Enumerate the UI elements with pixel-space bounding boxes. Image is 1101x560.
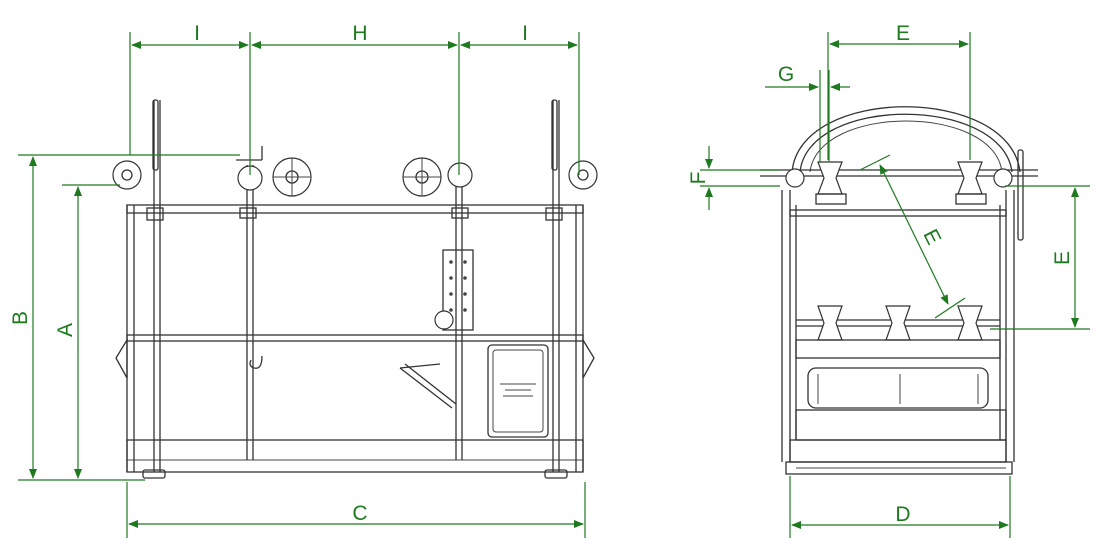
front-dimensions: I H I B A C bbox=[9, 22, 586, 538]
side-lower-roller-right bbox=[957, 305, 983, 341]
front-foot-right bbox=[544, 469, 568, 479]
front-base-frame bbox=[126, 439, 584, 473]
front-view bbox=[112, 99, 598, 479]
front-perforated-plate bbox=[442, 249, 474, 331]
front-control-panel bbox=[487, 344, 549, 438]
dim-label-e-right: E bbox=[1051, 251, 1074, 265]
side-basket bbox=[807, 367, 989, 409]
front-sheave-right bbox=[568, 160, 598, 190]
dim-label-h: H bbox=[352, 22, 367, 45]
side-view bbox=[760, 106, 1038, 475]
dim-label-f: F bbox=[687, 172, 710, 185]
dim-label-e-diag: E bbox=[918, 226, 945, 249]
front-mid-rail bbox=[126, 334, 584, 342]
dim-label-i-right: I bbox=[522, 22, 528, 45]
dim-label-i-left: I bbox=[194, 22, 200, 45]
dim-label-c: C bbox=[352, 502, 367, 525]
dim-label-a: A bbox=[54, 323, 77, 337]
side-base bbox=[785, 461, 1013, 475]
dim-label-e-top: E bbox=[896, 22, 910, 45]
front-sheave-left bbox=[112, 160, 142, 190]
dim-line-e-diag bbox=[879, 164, 949, 305]
side-arch-outer bbox=[791, 106, 1021, 173]
side-lower-roller-middle bbox=[885, 305, 911, 341]
dim-label-d: D bbox=[895, 503, 910, 526]
side-lower-roller-left bbox=[817, 305, 843, 341]
side-top-roller-right bbox=[957, 161, 983, 195]
front-top-rail bbox=[126, 204, 584, 214]
dim-label-g: G bbox=[778, 63, 794, 86]
side-top-roller-left bbox=[817, 161, 843, 195]
dim-label-b: B bbox=[9, 311, 32, 325]
side-dimensions: E G F E E D bbox=[687, 22, 1090, 538]
